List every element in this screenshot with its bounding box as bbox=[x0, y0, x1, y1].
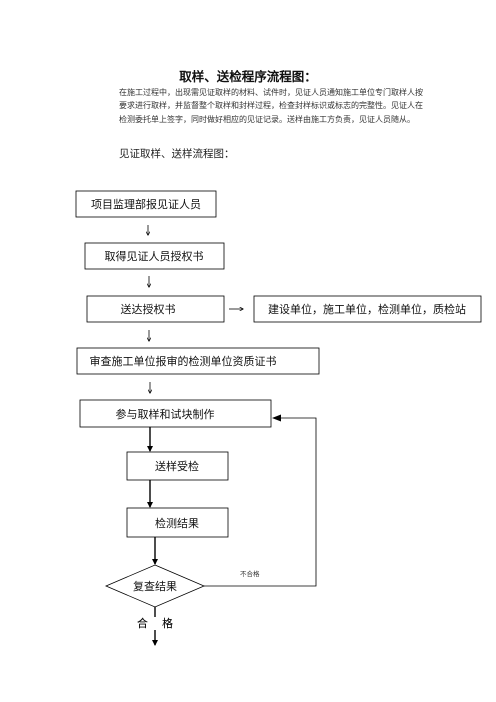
step-submit-test-label: 送样受检 bbox=[155, 459, 199, 473]
step-review-credentials-label: 审查施工单位报审的检测单位资质证书 bbox=[90, 354, 277, 368]
step-deliver-authorization bbox=[86, 295, 225, 323]
pass-label-gap bbox=[146, 617, 164, 630]
step-recipients bbox=[253, 295, 482, 323]
step-review-credentials bbox=[76, 347, 320, 375]
fail-loop-line bbox=[204, 417, 317, 587]
pass-label-front: 合 格 bbox=[137, 616, 173, 630]
step-get-authorization bbox=[84, 242, 225, 270]
step-recipients-label: 建设单位，施工单位，检测单位，质检站 bbox=[268, 302, 466, 316]
flowchart-subtitle: 见证取样、送样流程图： bbox=[119, 148, 235, 160]
fail-label: 不合格 bbox=[240, 569, 260, 578]
step-get-authorization-label: 取得见证人员授权书 bbox=[105, 249, 204, 263]
fail-loop-arrowhead bbox=[272, 414, 281, 422]
step-report-witness bbox=[75, 190, 217, 218]
step-sampling bbox=[79, 399, 272, 428]
step-test-result bbox=[126, 507, 229, 538]
step-submit-test bbox=[126, 451, 229, 481]
step-test-result-label: 检测结果 bbox=[155, 516, 199, 530]
step-report-witness-label: 项目监理部报见证人员 bbox=[91, 197, 201, 211]
step-sampling-label: 参与取样和试块制作 bbox=[116, 407, 215, 421]
decision-recheck-label: 复查结果 bbox=[133, 579, 177, 593]
page-title: 取样、送检程序流程图： bbox=[179, 69, 317, 84]
intro-paragraph: 在施工过程中，出现需见证取样的材料、试件时，见证人员通知施工单位专门取样人按要求… bbox=[119, 88, 423, 124]
step-deliver-authorization-label: 送达授权书 bbox=[121, 302, 176, 316]
